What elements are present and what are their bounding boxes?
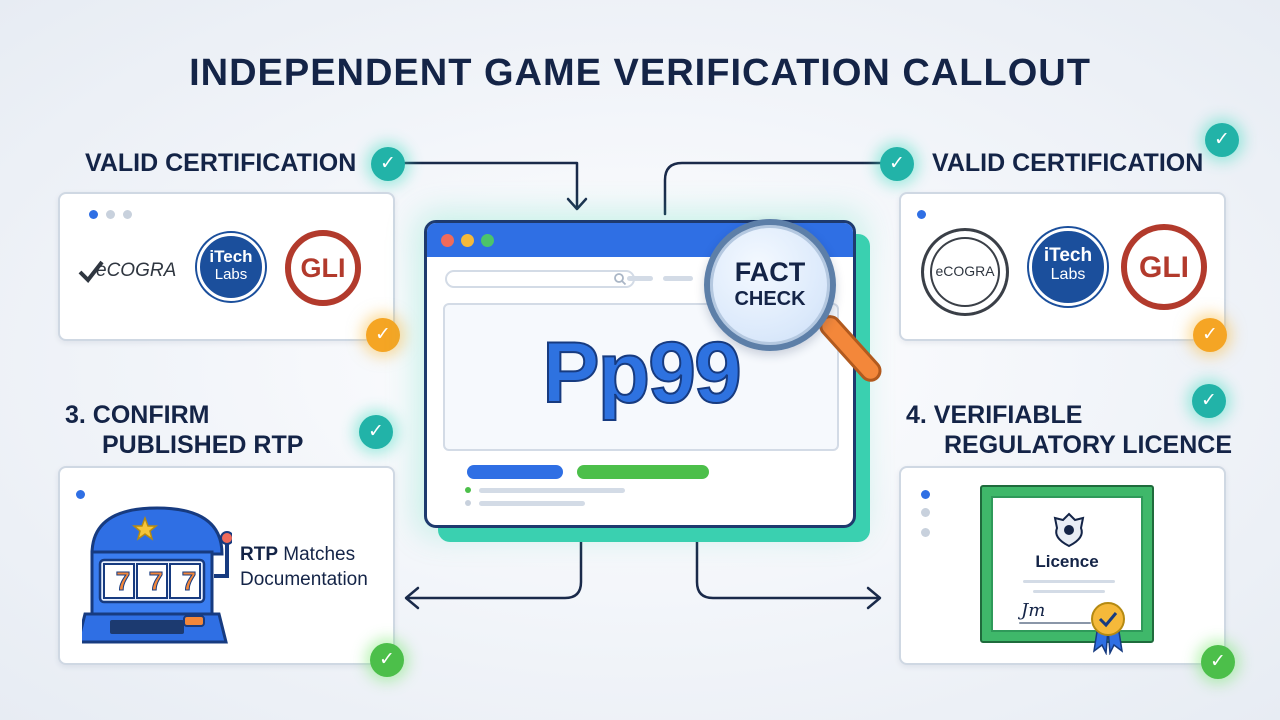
card-dot [123,210,132,219]
reel-2: 7 [148,566,164,597]
arrowhead-top-left [566,197,588,211]
check-icon: ✓ [1193,318,1227,352]
progress-bar-blue [467,465,563,479]
signature: Jm [1021,600,1046,621]
check-icon: ✓ [880,147,914,181]
connector-top-right [663,161,882,216]
rtp-card: 7 7 7 RTP Matches Documentation [58,466,395,665]
card-dot [917,210,926,219]
itech-labs-logo: iTech Labs [197,233,265,301]
label-line: PUBLISHED RTP [102,431,304,459]
caption-rest: Matches [278,544,356,565]
ecogra-seal: eCOGRA [921,228,1009,316]
window-dot-red [441,234,454,247]
window-dot-yellow [461,234,474,247]
text-placeholder [479,488,625,493]
check-icon: ✓ [1205,123,1239,157]
caption-line-1: RTP Matches [240,542,368,567]
connector-top-left [403,161,579,210]
progress-bar-green [577,465,709,479]
search-bar[interactable] [445,270,635,288]
certification-card-left: eCOGRA iTech Labs GLI [58,192,395,341]
licence-card: Licence Jm [899,466,1226,665]
ecogra-text: eCOGRA [935,263,995,279]
card-dot [106,210,115,219]
labs-text: Labs [1050,266,1086,283]
card-dot [921,508,930,517]
section-label-top-right: VALID CERTIFICATION [932,149,1204,177]
certificate-icon: Licence Jm [980,485,1154,643]
connector-bottom-right [695,526,881,600]
label-line: 3. CONFIRM [65,401,210,429]
check-text: CHECK [734,288,806,310]
fact-check-text: FACT CHECK [710,257,830,310]
checkmark-icon [78,260,104,284]
check-icon: ✓ [371,147,405,181]
card-dot [921,528,930,537]
gli-logo: GLI [1121,224,1207,310]
itech-text: iTech [1043,245,1093,266]
certification-card-right: eCOGRA iTech Labs GLI [899,192,1226,341]
fact-text: FACT [734,257,806,287]
gli-logo: GLI [285,230,361,306]
section-label-bottom-left: 3. CONFIRM PUBLISHED RTP [65,400,303,460]
itech-text: iTech [209,247,253,266]
section-label-top-left: VALID CERTIFICATION [85,149,357,177]
rtp-caption: RTP Matches Documentation [240,542,368,592]
magnifier-icon: FACT CHECK [704,219,836,351]
ecogra-logo: eCOGRA [78,256,190,286]
check-icon: ✓ [1201,645,1235,679]
text-placeholder [479,501,585,506]
reel-1: 7 [115,566,131,597]
text-placeholder [1023,580,1115,583]
caption-line-2: Documentation [240,569,368,590]
list-dot [465,487,471,493]
connector-bottom-left [405,526,583,600]
card-dot [89,210,98,219]
section-label-bottom-right: 4. VERIFIABLE REGULATORY LICENCE [906,400,1232,460]
label-line: REGULATORY LICENCE [944,431,1232,459]
rosette-icon [1091,602,1125,655]
ecogra-text: eCOGRA [96,260,177,281]
window-dot-green [481,234,494,247]
list-dot [465,500,471,506]
nav-placeholder [663,276,693,281]
caption-bold: RTP [240,544,278,565]
brand-logo: Pp99 [541,324,743,422]
slot-machine-icon [82,506,232,644]
card-dot [921,490,930,499]
check-icon: ✓ [366,318,400,352]
check-icon: ✓ [359,415,393,449]
nav-placeholder [627,276,653,281]
crest-icon [1053,512,1085,548]
page-title: INDEPENDENT GAME VERIFICATION CALLOUT [189,52,1091,94]
licence-title: Licence [1035,552,1099,571]
search-icon [614,273,627,286]
check-icon: ✓ [1192,384,1226,418]
signature-line [1019,622,1091,624]
check-icon: ✓ [370,643,404,677]
arrowhead-bottom-left [404,586,420,610]
card-dot [76,490,85,499]
label-line: 4. VERIFIABLE [906,401,1083,429]
gli-text: GLI [1139,251,1189,284]
arrowhead-bottom-right [866,586,882,610]
reel-3: 7 [181,566,197,597]
text-placeholder [1033,590,1105,593]
itech-labs-logo: iTech Labs [1029,228,1107,306]
labs-text: Labs [214,266,248,283]
gli-text: GLI [300,253,346,283]
